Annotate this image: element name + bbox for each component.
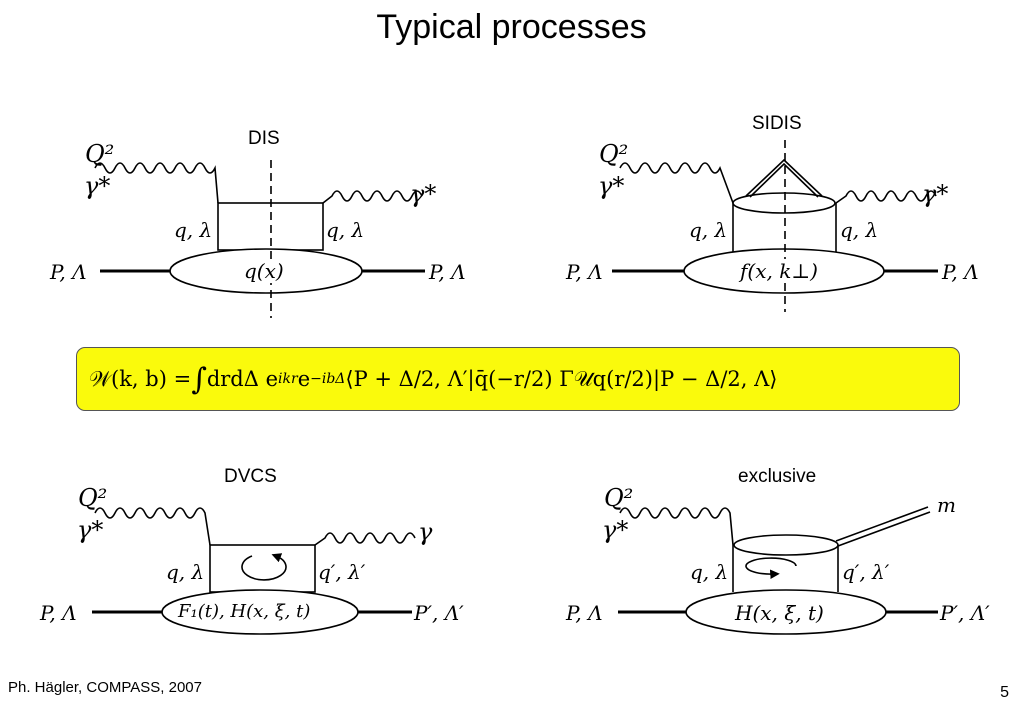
sidis-top-ellipse xyxy=(732,192,836,214)
dis-quark-right: q, λ xyxy=(326,218,365,242)
dis-gamma-in: γ* xyxy=(84,172,111,200)
exclusive-proton-out-label: P′, Λ′ xyxy=(940,601,990,625)
dis-diagram xyxy=(94,160,425,318)
dvcs-label: DVCS xyxy=(224,466,277,487)
exclusive-loop-arrow xyxy=(745,557,797,580)
formula-lhs: 𝒲(k, b) = xyxy=(89,366,192,391)
page-title: Typical processes xyxy=(376,8,647,46)
dis-gamma-out: γ* xyxy=(410,180,437,208)
sidis-photon-out xyxy=(835,190,937,204)
dvcs-blob-label: F₁(t), H(x, ξ, t) xyxy=(178,601,311,622)
exclusive-q2: Q² xyxy=(604,484,634,512)
dis-proton-out-label: P, Λ xyxy=(429,260,466,284)
footer-citation: Ph. Hägler, COMPASS, 2007 xyxy=(8,679,202,696)
sidis-quark-right: q, λ xyxy=(840,218,879,242)
formula-exp2: −ibΔ xyxy=(310,371,346,387)
dvcs-quark-box xyxy=(209,544,316,593)
exclusive-label: exclusive xyxy=(738,466,817,487)
exclusive-photon-in xyxy=(619,507,734,546)
dis-blob-label: q(x) xyxy=(244,259,284,283)
exclusive-top-ellipse xyxy=(733,534,839,556)
formula-operator: q̄(−r/2) Γ𝒰q(r/2) xyxy=(474,366,653,391)
exclusive-blob-label: H(x, ξ, t) xyxy=(735,601,824,625)
dvcs-q2: Q² xyxy=(78,484,108,512)
exclusive-proton-in-label: P, Λ xyxy=(566,601,603,625)
sidis-blob-label: f(x, k⊥) xyxy=(740,259,818,283)
dis-photon-out xyxy=(322,190,423,204)
formula-ket: |P − Δ/2, Λ⟩ xyxy=(653,367,778,391)
formula-e2: e xyxy=(297,367,311,391)
sidis-diagram xyxy=(612,140,938,312)
sidis-proton-in-label: P, Λ xyxy=(566,260,603,284)
dvcs-proton-in-label: P, Λ xyxy=(40,601,77,625)
formula-exp1: ikr xyxy=(278,371,298,387)
exclusive-gamma-in: γ* xyxy=(602,516,629,544)
dis-label: DIS xyxy=(248,128,280,149)
dvcs-gamma-out: γ xyxy=(418,518,433,546)
dvcs-photon-in xyxy=(94,507,211,546)
sidis-gamma-out: γ* xyxy=(922,180,949,208)
sidis-gamma-in: γ* xyxy=(598,172,625,200)
formula-integral: ∫ xyxy=(191,361,207,397)
dis-quark-left: q, λ xyxy=(174,218,213,242)
dvcs-loop-arrow xyxy=(241,553,287,581)
exclusive-quark-left: q, λ xyxy=(690,560,729,584)
dvcs-gamma-in: γ* xyxy=(77,516,104,544)
formula-measure: drdΔ e xyxy=(206,367,279,391)
formula-bra: ⟨P + Δ/2, Λ′| xyxy=(345,367,475,391)
sidis-proton-out-label: P, Λ xyxy=(942,260,979,284)
dvcs-quark-left: q, λ xyxy=(166,560,205,584)
dis-q2: Q² xyxy=(85,140,115,168)
dis-proton-in-label: P, Λ xyxy=(50,260,87,284)
exclusive-quark-right: q′, λ′ xyxy=(842,560,890,584)
dvcs-photon-out xyxy=(314,532,416,546)
sidis-photon-in xyxy=(619,162,734,204)
dvcs-proton-out-label: P′, Λ′ xyxy=(414,601,464,625)
sidis-hadron-jet xyxy=(745,158,823,198)
sidis-q2: Q² xyxy=(599,140,629,168)
exclusive-meson-line xyxy=(835,506,931,547)
dvcs-quark-right: q′, λ′ xyxy=(318,560,366,584)
dis-photon-in xyxy=(94,162,219,204)
sidis-label: SIDIS xyxy=(752,113,802,134)
sidis-quark-left: q, λ xyxy=(689,218,728,242)
page-number: 5 xyxy=(1000,684,1009,701)
exclusive-meson-label: m xyxy=(937,493,956,517)
